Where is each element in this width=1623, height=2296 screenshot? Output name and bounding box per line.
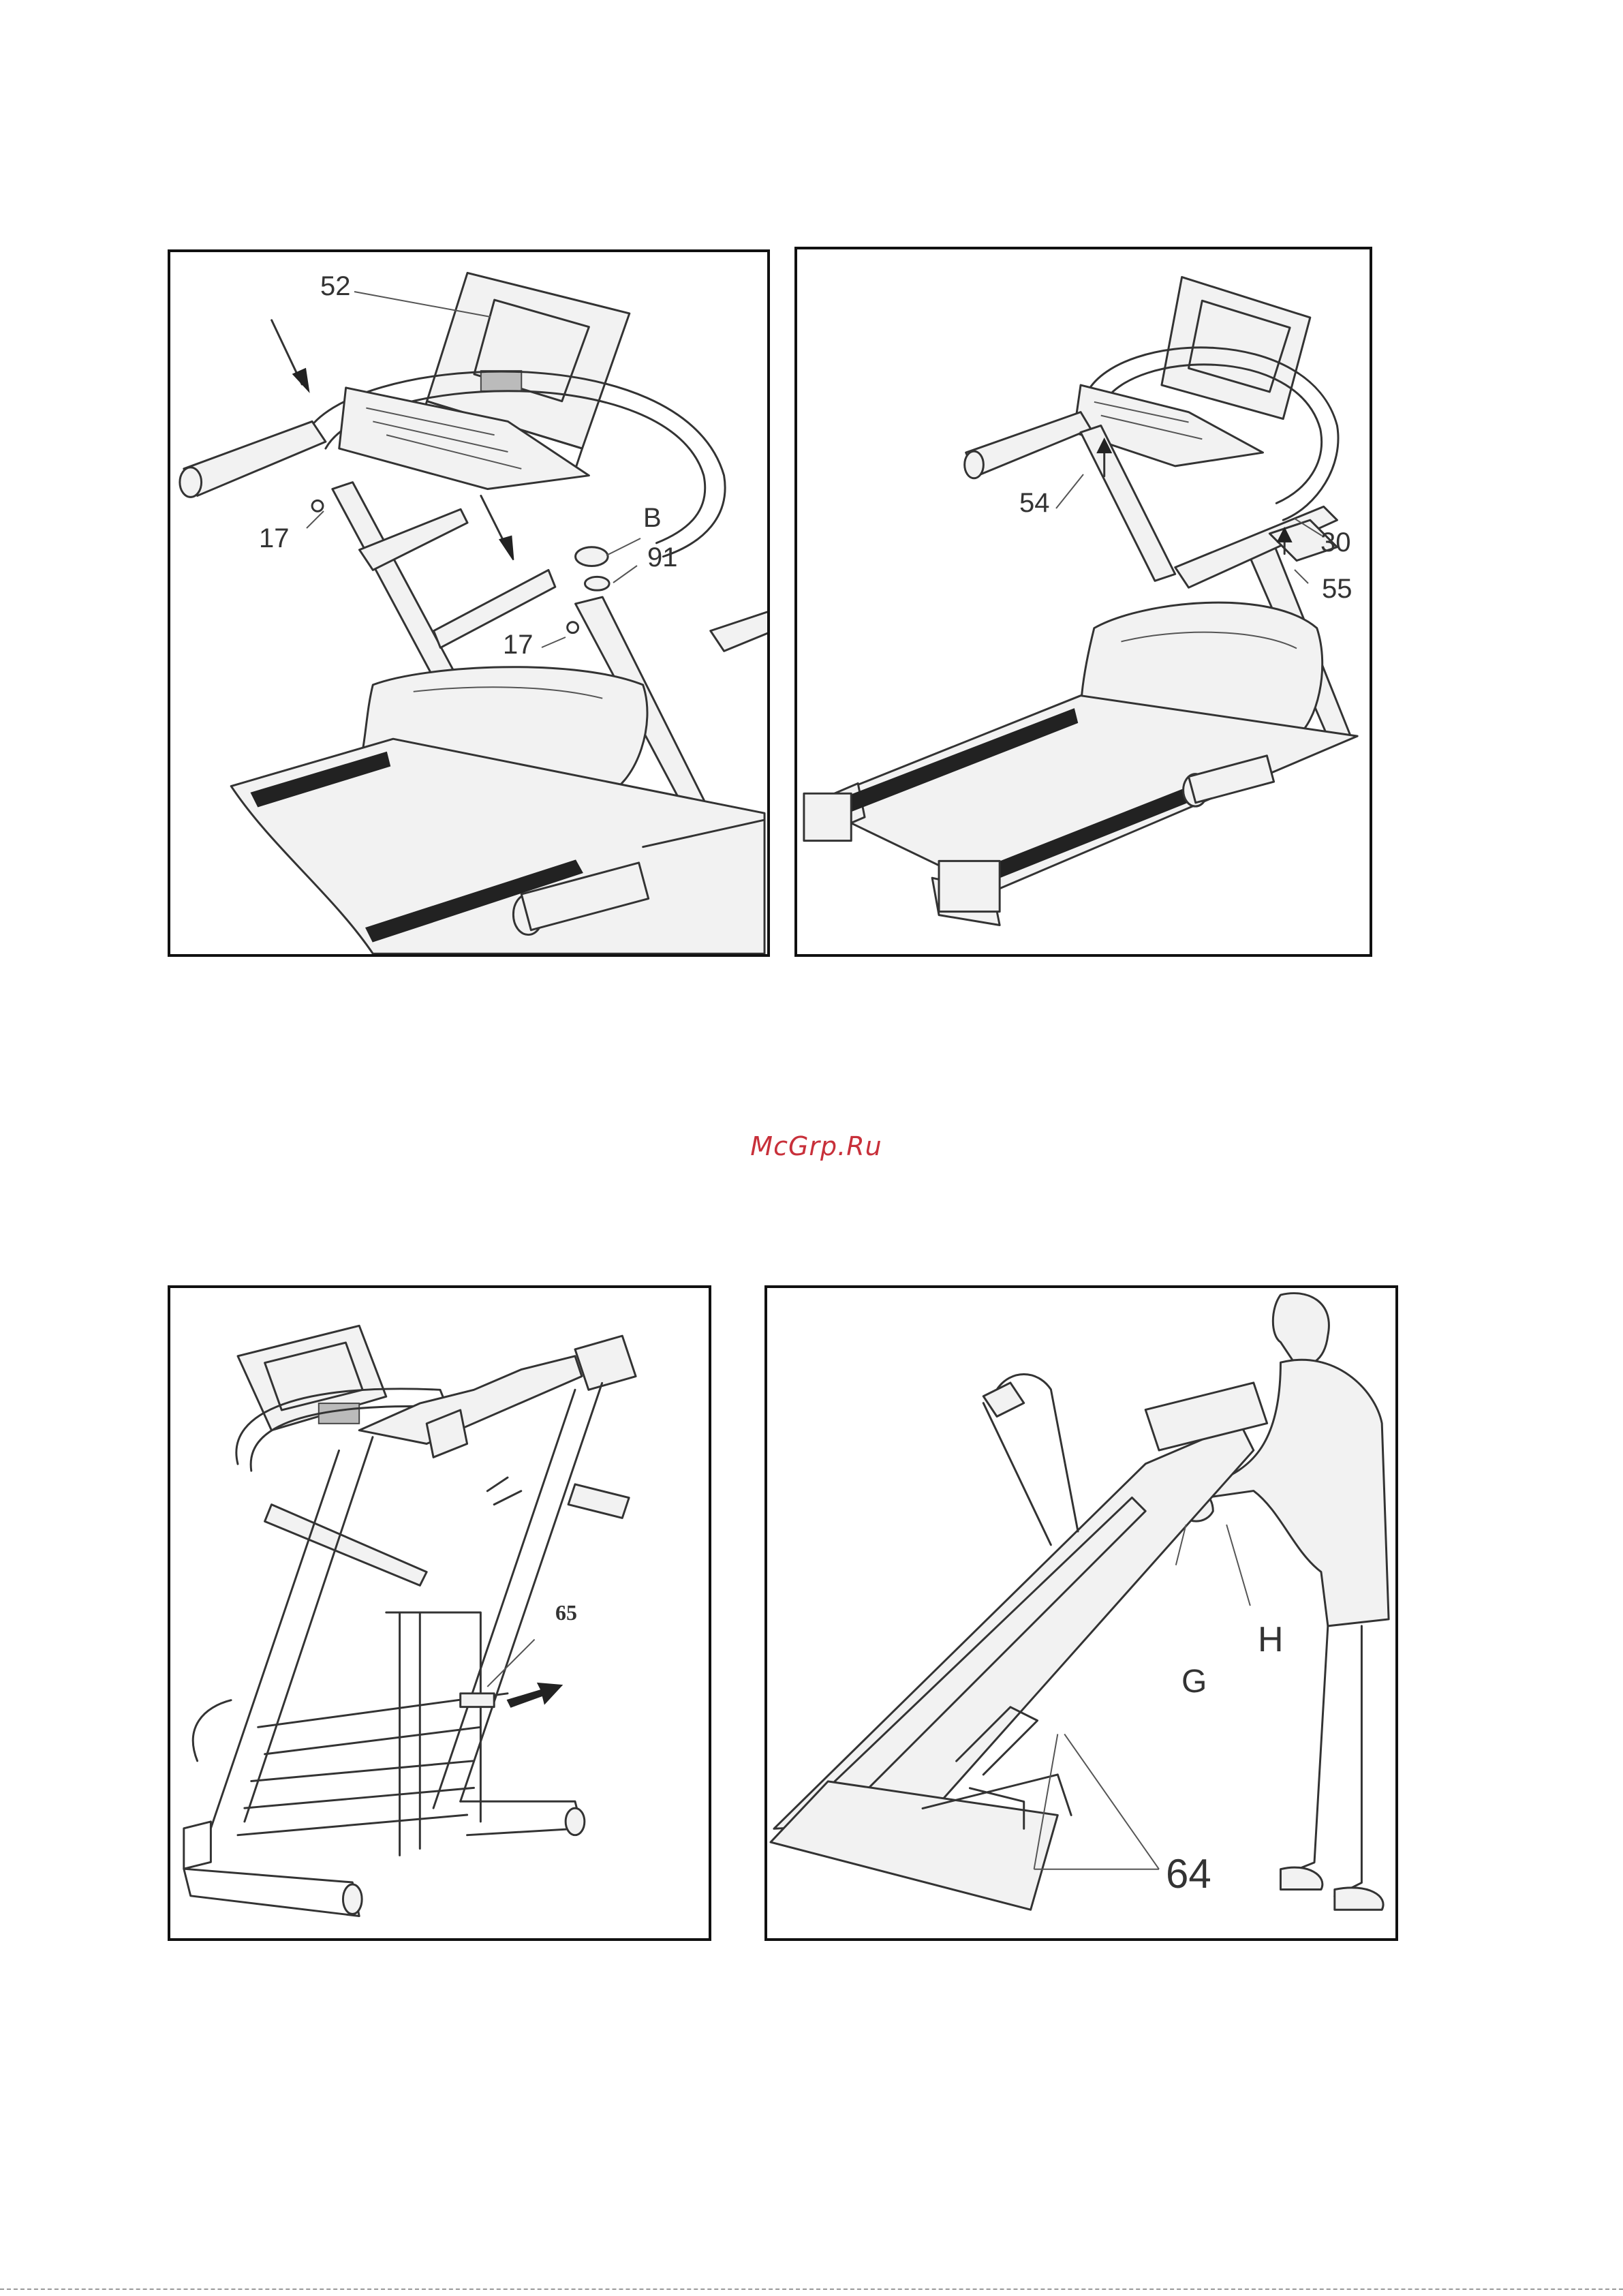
figure-moving-treadmill: H G 64 [764,1285,1398,1941]
label-pin-left: 17 [259,525,290,552]
treadmill-folded-illustration [170,1288,709,1938]
person-moving-treadmill-illustration [767,1288,1395,1938]
watermark: McGrp.Ru [748,1131,884,1161]
label-pin-right: 17 [503,631,534,658]
label-washer: 91 [647,544,678,571]
label-left: 54 [1019,489,1050,517]
label-handle: H [1258,1622,1284,1657]
figure-assembled-front: 54 30 55 [794,247,1372,957]
figure-folded-knob: 65 [168,1285,711,1941]
label-right-top: 30 [1320,529,1351,556]
figure-console-attach: 52 17 17 B 91 [168,249,770,957]
page-bottom-rule [0,2289,1623,2290]
label-deck: G [1181,1666,1207,1698]
label-wheels: 64 [1166,1854,1211,1895]
label-knob: 65 [555,1602,577,1623]
label-part-b: B [643,504,662,532]
label-right-bottom: 55 [1322,575,1352,602]
